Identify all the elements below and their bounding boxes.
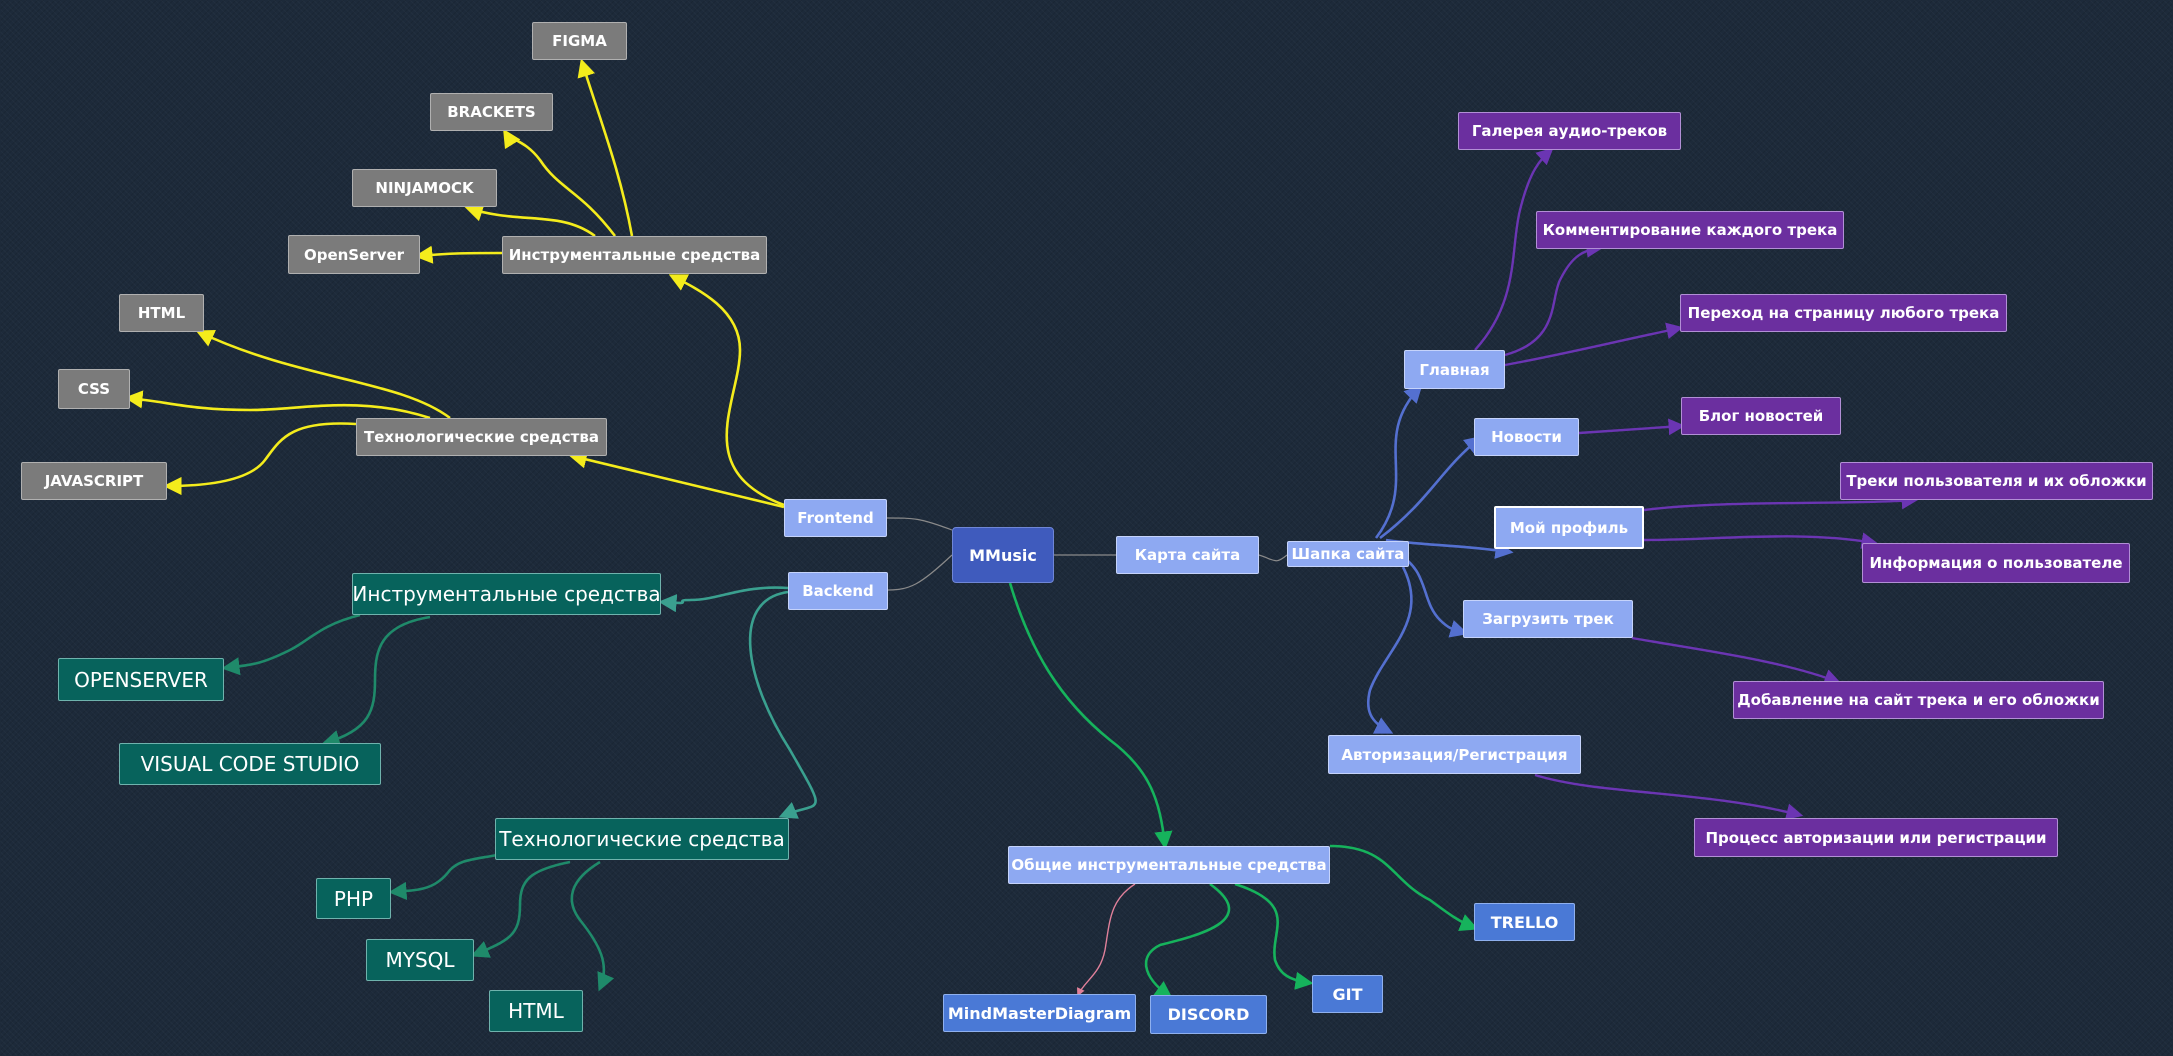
edge-backend-tech	[748, 590, 817, 819]
node-frontend[interactable]: Frontend	[784, 499, 887, 537]
edge-common-git	[1234, 882, 1314, 990]
edge-fetech-html	[195, 330, 451, 420]
node-openserver-be[interactable]: OPENSERVER	[58, 658, 224, 701]
node-backend[interactable]: Backend	[788, 572, 888, 610]
edge-betools-vscode	[321, 615, 431, 748]
node-discord[interactable]: DISCORD	[1150, 995, 1267, 1034]
edge-center-frontend	[886, 517, 953, 531]
edge-auth-process	[1534, 773, 1804, 820]
node-user-tracks[interactable]: Треки пользователя и их обложки	[1840, 462, 2153, 500]
node-profile[interactable]: Мой профиль	[1494, 506, 1644, 549]
edge-sitemap-header	[1258, 554, 1288, 562]
edge-common-mindmaster	[1077, 883, 1136, 997]
node-fe-tech[interactable]: Технологические средства	[356, 418, 607, 456]
node-brackets[interactable]: BRACKETS	[430, 93, 553, 131]
node-mindmaster[interactable]: MindMasterDiagram	[943, 994, 1136, 1032]
edge-frontend-tools	[668, 274, 785, 507]
edge-betech-mysql	[470, 860, 571, 958]
edge-upload-add	[1631, 636, 1842, 686]
node-news[interactable]: Новости	[1474, 418, 1579, 456]
node-javascript[interactable]: JAVASCRIPT	[21, 462, 167, 500]
node-trello[interactable]: TRELLO	[1474, 903, 1575, 941]
edge-common-discord	[1144, 882, 1230, 1000]
node-be-tech[interactable]: Технологические средства	[495, 818, 789, 860]
edge-common-trello	[1329, 844, 1479, 932]
edge-news-blog	[1578, 418, 1686, 436]
edge-center-backend	[886, 554, 953, 591]
edge-header-auth	[1366, 566, 1413, 734]
node-comment[interactable]: Комментирование каждого трека	[1536, 211, 1844, 249]
edge-fetech-js	[163, 422, 357, 496]
edge-header-upload	[1394, 550, 1469, 638]
edge-fetech-css	[124, 390, 431, 420]
node-css[interactable]: CSS	[58, 369, 130, 409]
edge-fetools-openserver	[414, 245, 505, 264]
node-php[interactable]: PHP	[316, 878, 391, 919]
edge-betech-html	[570, 860, 615, 992]
node-upload[interactable]: Загрузить трек	[1463, 600, 1633, 638]
edge-backend-tools	[658, 586, 789, 613]
edge-frontend-tech	[568, 450, 785, 509]
edge-center-common	[1008, 582, 1173, 850]
node-ninjamock[interactable]: NINJAMOCK	[352, 169, 497, 207]
edge-header-news	[1379, 435, 1483, 540]
node-goto-track[interactable]: Переход на страницу любого трека	[1680, 294, 2007, 332]
node-add-track[interactable]: Добавление на сайт трека и его обложки	[1733, 681, 2104, 719]
edge-main-gallery	[1474, 147, 1554, 351]
node-be-tools[interactable]: Инструментальные средства	[352, 573, 661, 615]
node-auth-process[interactable]: Процесс авторизации или регистрации	[1694, 818, 2058, 857]
edge-fetools-brackets	[503, 128, 617, 237]
edge-main-goto	[1504, 322, 1684, 367]
edge-profile-info	[1643, 532, 1879, 549]
edge-profile-tracks	[1643, 492, 1919, 512]
node-gallery[interactable]: Галерея аудио-треков	[1458, 112, 1681, 150]
node-figma[interactable]: FIGMA	[532, 22, 627, 60]
node-user-info[interactable]: Информация о пользователе	[1862, 543, 2130, 583]
node-html-be[interactable]: HTML	[489, 990, 583, 1032]
edge-fetools-figma	[577, 58, 634, 237]
edge-fetools-ninjamock	[464, 203, 596, 238]
node-auth[interactable]: Авторизация/Регистрация	[1328, 735, 1581, 774]
node-fe-tools[interactable]: Инструментальные средства	[502, 236, 767, 274]
node-blog[interactable]: Блог новостей	[1681, 397, 1841, 435]
edge-betools-openserver	[221, 613, 361, 676]
node-header[interactable]: Шапка сайта	[1287, 541, 1409, 567]
edge-main-comment	[1504, 240, 1604, 357]
node-mysql[interactable]: MYSQL	[366, 939, 474, 981]
edge-header-main	[1374, 384, 1423, 539]
node-sitemap[interactable]: Карта сайта	[1116, 536, 1259, 574]
edge-betech-php	[388, 853, 498, 901]
node-openserver-fe[interactable]: OpenServer	[288, 235, 420, 274]
node-html-fe[interactable]: HTML	[119, 294, 204, 332]
node-vscode[interactable]: VISUAL CODE STUDIO	[119, 743, 381, 785]
node-center[interactable]: MMusic	[952, 527, 1054, 583]
node-git[interactable]: GIT	[1312, 975, 1383, 1013]
node-common-tools[interactable]: Общие инструментальные средства	[1008, 846, 1330, 884]
node-main[interactable]: Главная	[1404, 350, 1505, 389]
